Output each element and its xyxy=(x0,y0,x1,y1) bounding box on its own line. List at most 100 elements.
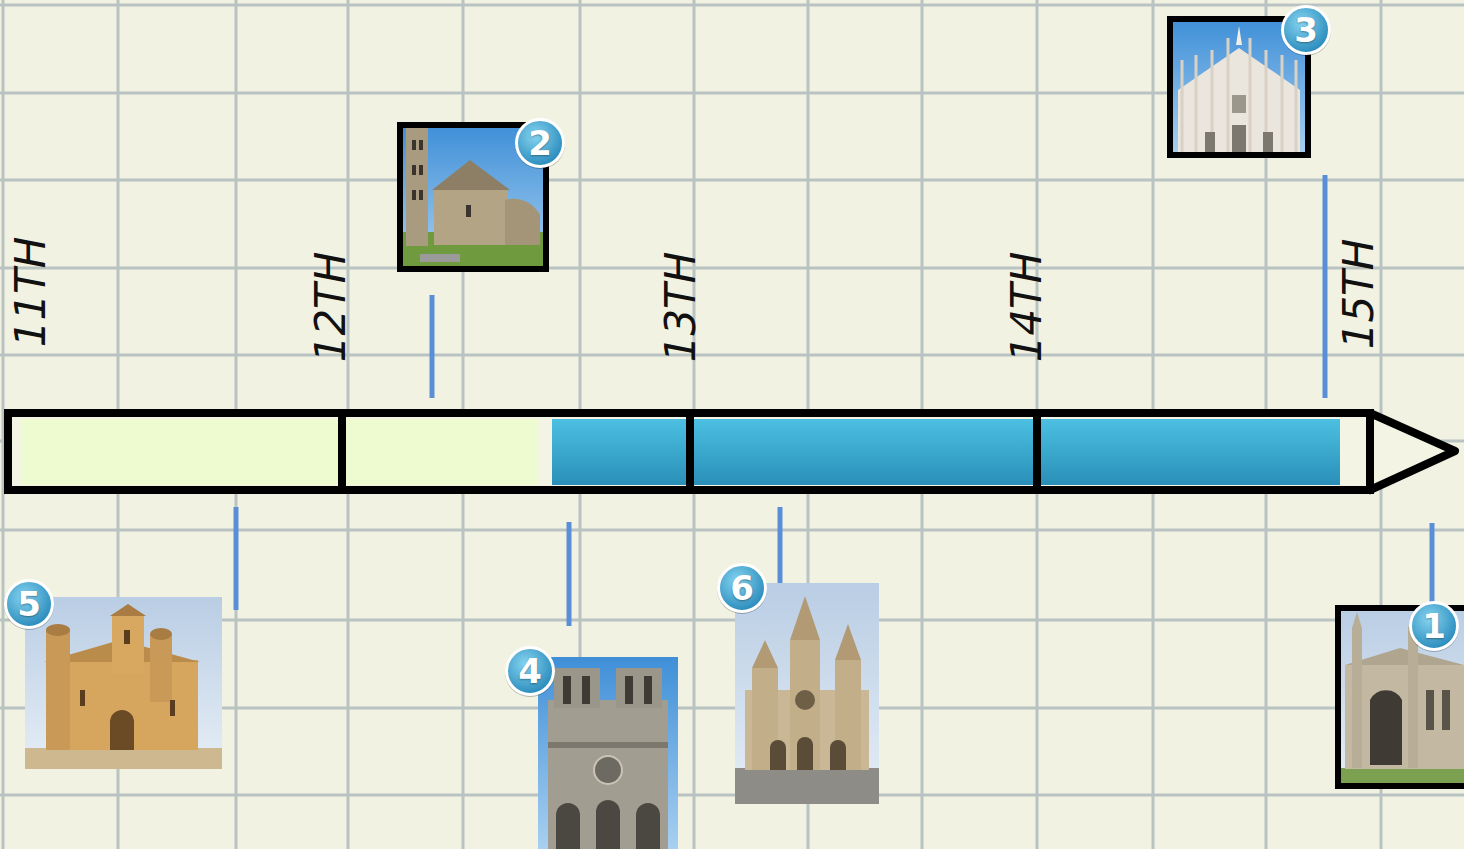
timeline-bar-part xyxy=(552,419,1340,485)
chapel-photo-part xyxy=(1338,608,1464,786)
leon-photo-part xyxy=(735,583,879,804)
milan-photo-part xyxy=(1205,132,1215,155)
callout-badge: 1 xyxy=(1408,600,1460,652)
notre-dame-photo-part xyxy=(596,800,620,849)
leon-photo-part xyxy=(735,768,879,804)
badge-fill xyxy=(6,581,53,628)
leon-photo-part xyxy=(752,640,778,668)
church-photo-part xyxy=(432,160,510,190)
badge-fill xyxy=(507,648,554,695)
badge-shadow xyxy=(4,580,54,630)
fromista-photo-part xyxy=(170,700,175,716)
milan-photo-part-part xyxy=(1195,55,1198,155)
church-photo-part xyxy=(505,199,540,245)
graph-grid-part xyxy=(0,267,1464,270)
callout-number: 1 xyxy=(1422,609,1446,643)
church-photo-part xyxy=(419,140,423,150)
notre-dame-photo-part xyxy=(636,803,660,849)
timeline-bar-part xyxy=(8,413,1370,490)
timeline-bar-part xyxy=(686,413,694,490)
church-photo-part xyxy=(406,128,428,246)
leon-photo-part xyxy=(795,690,815,710)
notre-dame-photo-part xyxy=(548,742,668,748)
milan-photo-part-part xyxy=(1181,60,1184,155)
fromista-photo-part xyxy=(25,597,222,769)
chapel-photo-part xyxy=(1352,612,1362,628)
milan-photo-part-part xyxy=(1249,38,1252,155)
callout-number: 5 xyxy=(17,587,41,621)
badge-shadow xyxy=(1409,602,1459,652)
badge-shadow xyxy=(717,564,767,614)
callout-number: 4 xyxy=(518,654,542,688)
milan-photo-part xyxy=(1182,38,1296,155)
graph-grid-part xyxy=(0,179,1464,182)
fromista-photo xyxy=(25,597,222,769)
timeline-bar-part xyxy=(1033,413,1041,490)
fromista-photo-part xyxy=(112,614,144,674)
church-photo-part xyxy=(412,140,416,150)
fromista-photo-part xyxy=(110,604,146,616)
church-photo-part xyxy=(419,165,423,175)
century-label: 13TH xyxy=(660,252,702,363)
notre-dame-photo-part xyxy=(644,676,652,704)
callout-badge: 4 xyxy=(504,645,556,697)
notre-dame-photo-part xyxy=(582,676,590,704)
notre-dame-photo-part xyxy=(538,657,678,849)
timeline-bar-part xyxy=(1370,413,1455,490)
timeline-bar-part xyxy=(8,413,1370,490)
badge-shadow xyxy=(1281,6,1331,56)
church-photo-part xyxy=(466,205,471,217)
chapel-photo-part xyxy=(1345,665,1464,769)
date-ticks-part xyxy=(567,522,572,626)
graph-grid-part xyxy=(1036,0,1039,849)
photo-frame xyxy=(1338,608,1464,786)
callout-badge: 2 xyxy=(514,117,566,169)
fromista-photo-part xyxy=(25,748,222,769)
milan-photo-part-part xyxy=(1281,55,1284,155)
leon-photo-part xyxy=(835,624,861,660)
church-photo-part xyxy=(412,165,416,175)
notre-dame-photo-part xyxy=(594,756,622,784)
milan-photo-part xyxy=(1178,48,1300,155)
date-ticks-part xyxy=(430,295,435,398)
milan-photo-part-part xyxy=(1295,60,1298,155)
callout-number: 3 xyxy=(1294,13,1318,47)
callout-number: 6 xyxy=(730,571,754,605)
graph-grid-part xyxy=(0,354,1464,357)
chapel-photo-part xyxy=(1352,628,1362,768)
notre-dame-photo-part xyxy=(625,676,633,704)
milan-photo-part xyxy=(1263,132,1273,155)
fromista-photo-part xyxy=(80,690,85,706)
chapel-photo-part xyxy=(1426,690,1434,730)
graph-grid-part xyxy=(0,794,1464,797)
notre-dame-photo-part xyxy=(554,668,600,708)
badge-fill xyxy=(1411,603,1458,650)
milan-photo-part xyxy=(1232,125,1246,155)
notre-dame-photo-part xyxy=(548,700,668,849)
fromista-photo-part xyxy=(110,710,134,750)
date-ticks-part xyxy=(234,507,239,610)
leon-photo-part xyxy=(830,740,846,770)
fromista-photo-part xyxy=(46,630,70,750)
badge-fill xyxy=(1283,7,1330,54)
century-label: 11TH xyxy=(10,237,52,348)
church-photo-part xyxy=(419,190,423,200)
church-photo-part xyxy=(420,254,460,262)
century-label: 12TH xyxy=(310,252,352,363)
badge-shadow xyxy=(515,119,565,169)
notre-dame-photo-part xyxy=(616,668,662,708)
notre-dame-photo-part xyxy=(556,803,580,849)
callout-badge: 5 xyxy=(3,578,55,630)
fromista-photo-part xyxy=(150,628,172,640)
century-label: 14TH xyxy=(1006,252,1048,363)
fromista-photo-part xyxy=(46,624,70,636)
chapel-photo-part xyxy=(1442,690,1450,730)
date-ticks-part xyxy=(1430,523,1435,612)
timeline-bar xyxy=(8,413,1455,490)
milan-photo-part-part xyxy=(1227,38,1230,155)
